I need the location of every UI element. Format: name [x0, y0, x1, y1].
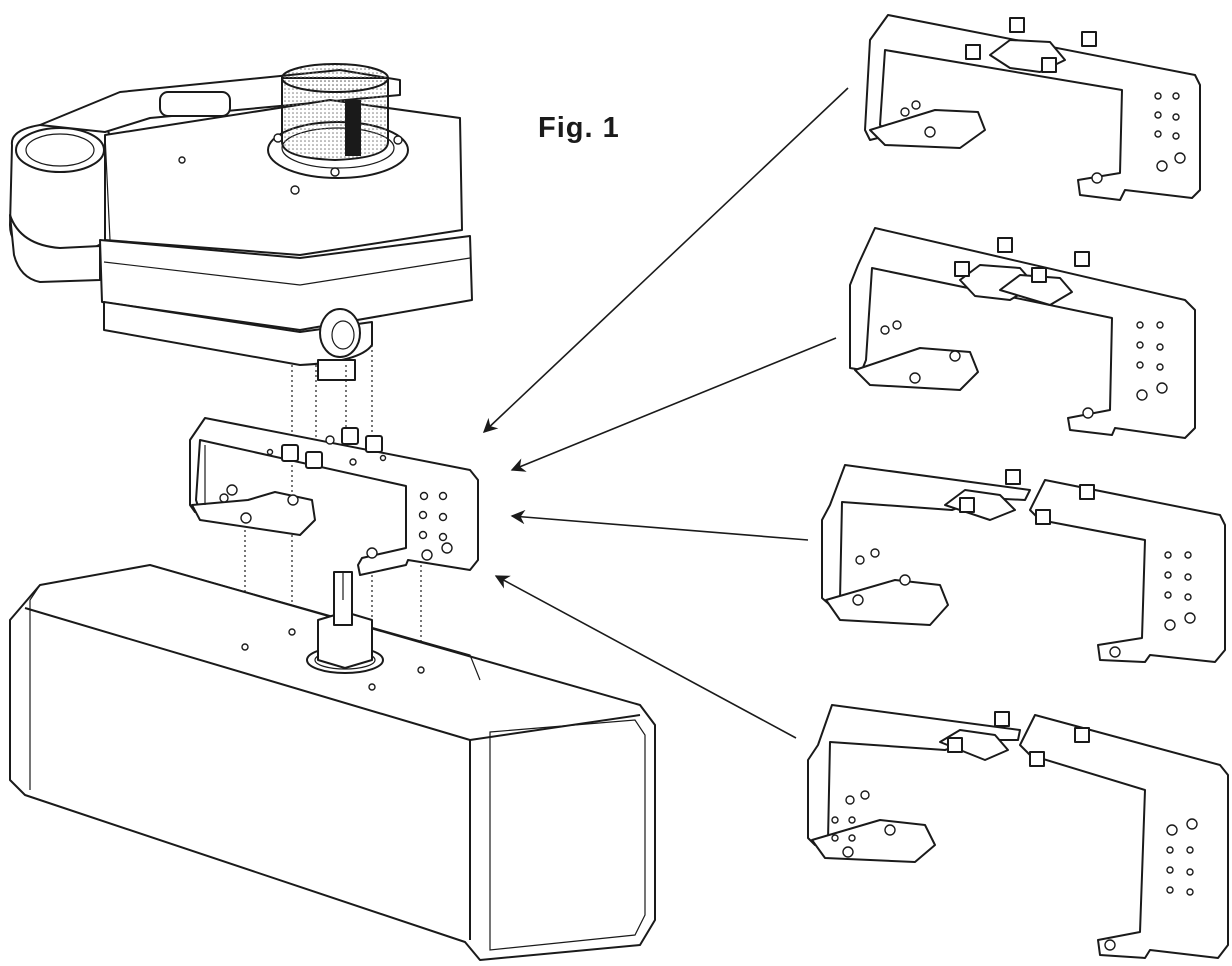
- arrow-variant-2: [510, 337, 837, 472]
- bracket-variant-4: [807, 704, 1229, 959]
- arrow-variant-1: [482, 87, 849, 433]
- pneumatic-actuator: [9, 564, 656, 961]
- pointer-arrows: [482, 87, 849, 739]
- bracket-variant-1: [864, 14, 1201, 201]
- bracket-variant-2: [849, 227, 1196, 439]
- arrow-variant-4: [494, 575, 797, 739]
- figure-label: Fig. 1: [538, 112, 620, 144]
- mounting-bracket: [189, 417, 479, 576]
- arrow-variant-3: [510, 509, 809, 541]
- bracket-variant-3: [821, 464, 1226, 663]
- positioner-housing: [9, 63, 473, 381]
